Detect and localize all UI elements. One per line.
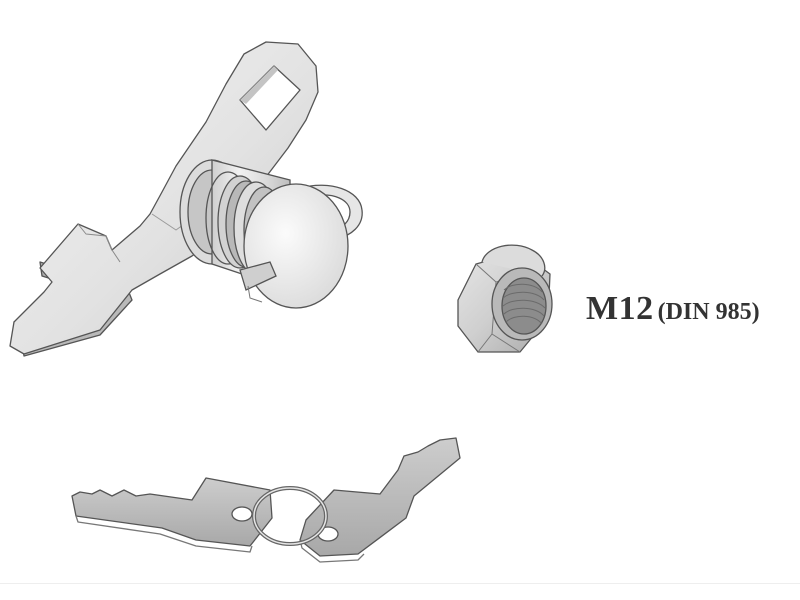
cam-lever-icon	[9, 41, 319, 357]
lock-cylinder-icon	[179, 159, 363, 309]
divider	[0, 583, 800, 584]
key-left-icon	[71, 477, 273, 553]
key-ring-icon	[252, 486, 328, 546]
nut-size: M12	[586, 290, 654, 327]
key-right-icon	[299, 437, 461, 563]
nut-standard: (DIN 985)	[657, 299, 760, 325]
nut-spec-label: M12 (DIN 985)	[586, 290, 760, 328]
nylock-nut-icon	[457, 244, 553, 353]
